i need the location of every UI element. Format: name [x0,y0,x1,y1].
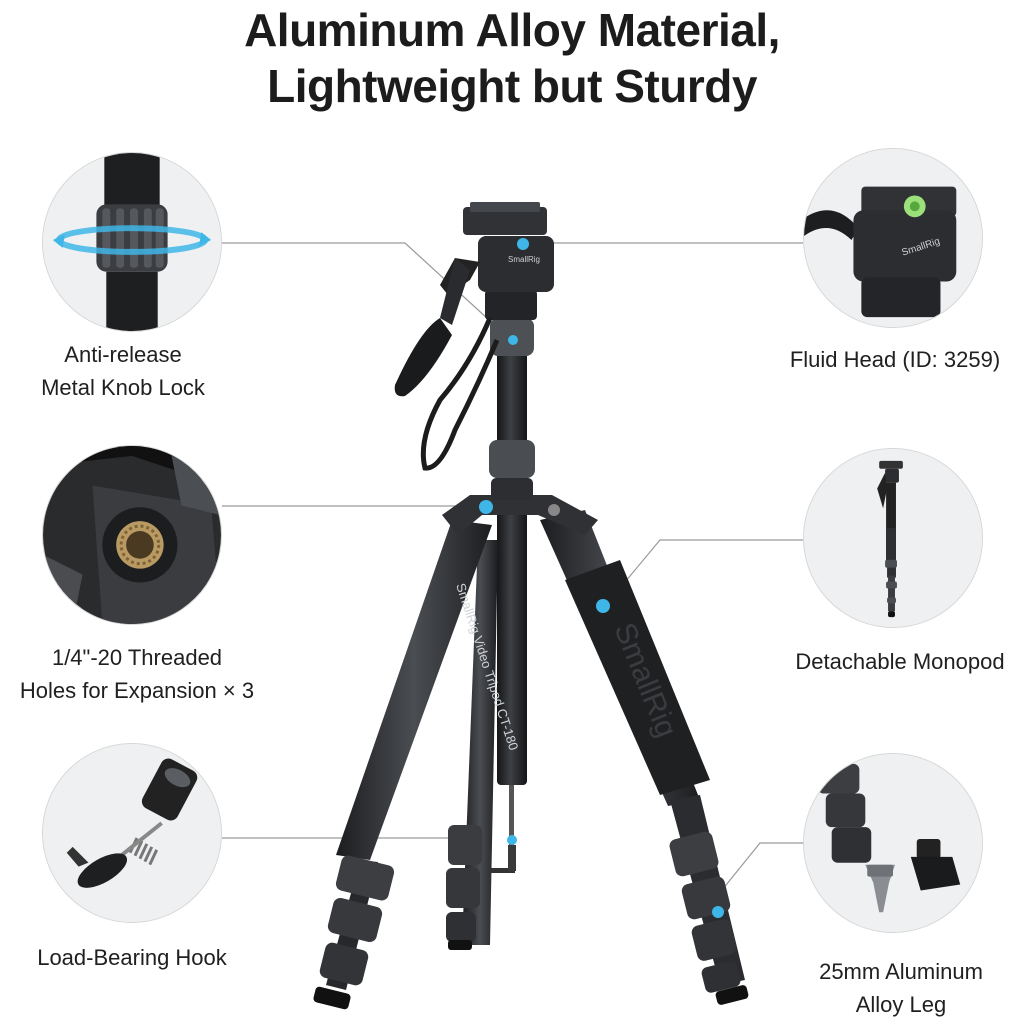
detail-circle-aluminum-leg [803,753,983,933]
tripod-leg-right: SmallRig [540,510,749,1005]
detail-circle-monopod [803,448,983,628]
accent-dot [712,906,724,918]
caption-aluminum-leg-line-2: Alloy Leg [855,992,947,1017]
caption-hook: Load-Bearing Hook [0,941,264,974]
headline-line-2: Lightweight but Sturdy [267,60,757,112]
caption-hook-line-1: Load-Bearing Hook [37,945,227,970]
accent-dot [517,238,529,250]
knob-lock-photo [43,153,221,331]
accent-dot [508,335,518,345]
caption-knob-lock-line-1: Anti-release [64,342,182,367]
headline-line-1: Aluminum Alloy Material, [244,4,780,56]
monopod-photo [804,449,982,627]
detail-circle-threaded-holes [42,445,222,625]
detail-circle-hook [42,743,222,923]
fluid-head-photo: SmallRig [804,149,982,327]
accent-dot [596,599,610,613]
leader-line-aluminum-leg [721,842,803,891]
caption-fluid-head-line-1: Fluid Head (ID: 3259) [789,347,1001,372]
caption-knob-lock-line-2: Metal Knob Lock [41,375,205,400]
caption-monopod: Detachable Monopod [776,645,1024,678]
detail-circle-fluid-head: SmallRig [803,148,983,328]
caption-aluminum-leg-line-1: 25mm Aluminum [819,959,983,984]
fluid-head: SmallRig [394,202,554,471]
caption-threaded-holes-line-1: 1/4"-20 Threaded [51,645,223,670]
column-lock-knob [489,440,535,478]
leg-hub [442,495,598,535]
hook-photo [43,744,221,922]
caption-aluminum-leg: 25mm Aluminum Alloy Leg [786,955,1016,1021]
caption-fluid-head: Fluid Head (ID: 3259) [770,343,1020,376]
caption-threaded-holes-line-2: Holes for Expansion × 3 [19,678,255,703]
head-brand-text: SmallRig [508,255,540,264]
leader-line-knob-lock [222,242,501,331]
caption-knob-lock: Anti-release Metal Knob Lock [0,338,246,404]
aluminum-leg-photo [804,754,982,932]
caption-threaded-holes: 1/4"-20 Threaded Holes for Expansion × 3 [0,641,274,707]
detail-circle-knob-lock [42,152,222,332]
caption-monopod-line-1: Detachable Monopod [795,649,1005,674]
center-column-lower [497,510,527,785]
accent-dot [479,500,493,514]
threaded-holes-photo [43,446,221,624]
accent-dot [507,835,517,845]
tripod-leg-back [446,540,498,950]
